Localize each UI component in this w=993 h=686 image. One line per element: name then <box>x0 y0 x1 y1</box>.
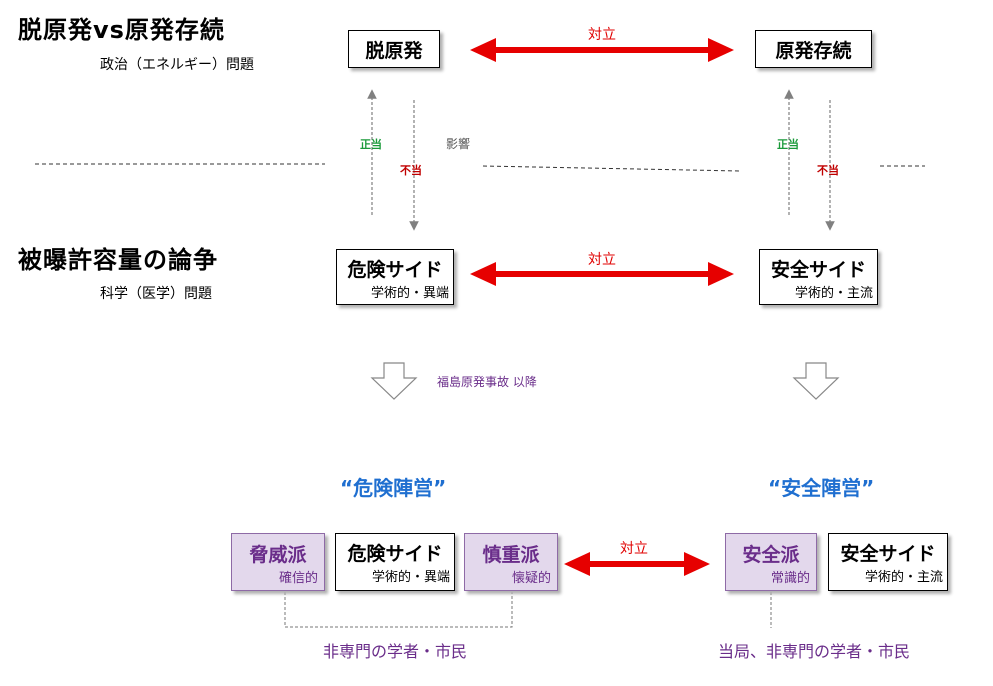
danger-side-title: 危険サイド <box>347 259 443 281</box>
right-justified-label: 正当 <box>777 138 799 151</box>
safe-side-sub: 学術的・主流 <box>794 286 873 301</box>
right-transition-arrow <box>792 362 840 400</box>
anti-nuclear-box: 脱原発 <box>348 30 440 68</box>
right-members-label: 当局、非専門の学者・市民 <box>718 642 911 661</box>
threat-faction-sub: 確信的 <box>278 571 318 586</box>
top-conflict-arrow <box>470 38 734 62</box>
safe-side-title: 安全サイド <box>770 259 866 281</box>
threat-faction-title: 脅威派 <box>249 544 307 566</box>
middle-conflict-arrow <box>470 262 734 286</box>
danger-camp-label: “危険陣営” <box>340 476 447 500</box>
caution-faction-title: 慎重派 <box>482 544 540 566</box>
safe-camp-label: “安全陣営” <box>768 476 875 500</box>
top-title: 脱原発vs原発存続 <box>18 16 225 44</box>
bottom-danger-side-title: 危険サイド <box>347 543 443 565</box>
bottom-conflict-arrow <box>564 552 710 576</box>
bottom-safe-side-sub: 学術的・主流 <box>864 570 943 585</box>
caution-faction-sub: 懐疑的 <box>511 571 551 586</box>
threat-faction-box: 脅威派 確信的 <box>231 533 325 591</box>
safe-faction-box: 安全派 常識的 <box>725 533 817 591</box>
anti-nuclear-label: 脱原発 <box>365 39 423 62</box>
bottom-danger-side-sub: 学術的・異端 <box>371 570 450 585</box>
influence-label: 影響 <box>446 137 471 151</box>
bottom-safe-side-title: 安全サイド <box>840 543 936 565</box>
safe-faction-title: 安全派 <box>742 544 800 566</box>
left-unjustified-label: 不当 <box>400 164 422 177</box>
top-conflict-label: 対立 <box>588 27 616 43</box>
left-justified-label: 正当 <box>360 138 382 151</box>
bottom-conflict-label: 対立 <box>620 541 648 557</box>
divider-middle <box>482 165 741 172</box>
danger-side-sub: 学術的・異端 <box>370 286 449 301</box>
middle-conflict-label: 対立 <box>588 252 616 268</box>
left-members-bracket <box>284 592 513 628</box>
transition-label: 福島原発事故 以降 <box>437 375 537 389</box>
right-unjustified-label: 不当 <box>817 164 839 177</box>
safe-faction-sub: 常識的 <box>770 571 810 586</box>
left-transition-arrow <box>370 362 418 400</box>
left-members-label: 非専門の学者・市民 <box>323 642 468 661</box>
bottom-safe-side-box: 安全サイド 学術的・主流 <box>828 533 948 591</box>
safe-side-box: 安全サイド 学術的・主流 <box>759 249 878 305</box>
top-subtitle: 政治（エネルギー）問題 <box>100 57 254 73</box>
bottom-danger-side-box: 危険サイド 学術的・異端 <box>335 533 455 591</box>
caution-faction-box: 慎重派 懐疑的 <box>464 533 558 591</box>
middle-title: 被曝許容量の論争 <box>18 246 218 274</box>
nuclear-continuation-box: 原発存続 <box>755 30 872 68</box>
nuclear-continuation-label: 原発存続 <box>775 39 852 62</box>
danger-side-box: 危険サイド 学術的・異端 <box>336 249 454 305</box>
middle-subtitle: 科学（医学）問題 <box>100 286 212 302</box>
